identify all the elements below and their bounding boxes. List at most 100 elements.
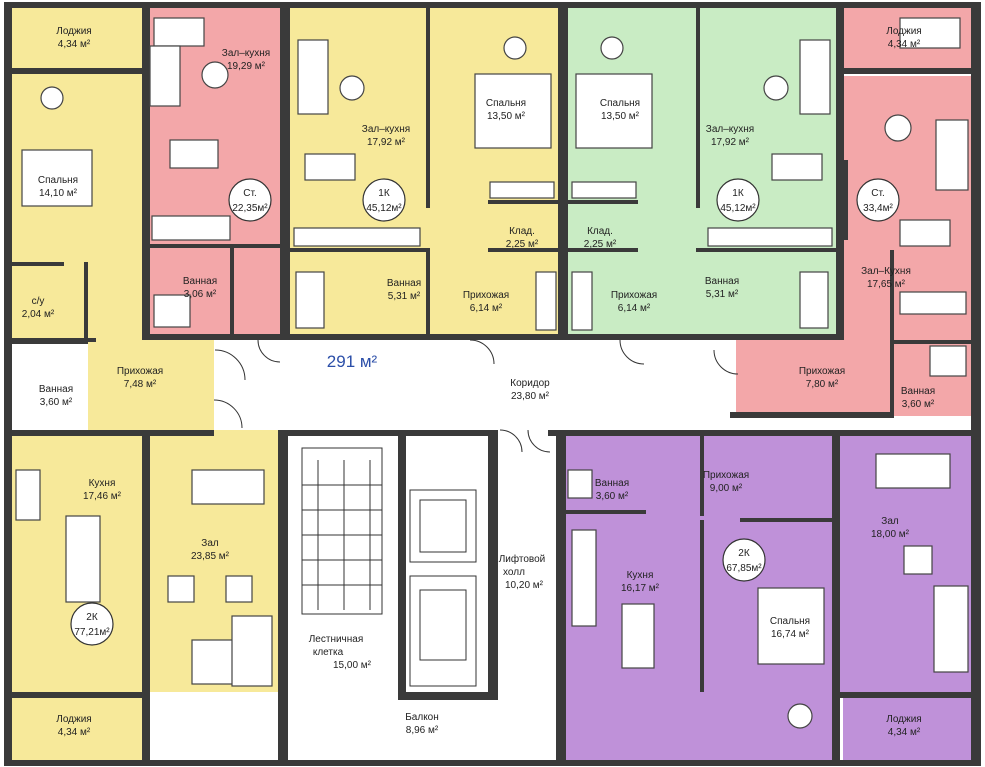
room-1kr-living-area: 17,92 м² xyxy=(711,137,750,148)
fill-loggia-br xyxy=(843,698,971,760)
lift-1 xyxy=(409,489,477,563)
furniture xyxy=(15,17,969,729)
room-kitchen-l-name: Кухня xyxy=(89,478,116,489)
room-loggia-tl-area: 4,34 м² xyxy=(58,39,91,50)
badge-2k-left-type: 2К xyxy=(86,612,98,623)
room-loggia-tr-area: 4,34 м² xyxy=(888,39,921,50)
room-wc-l-name: с/у xyxy=(32,296,45,307)
room-labels: Лоджия 4,34 м² Спальня 14,10 м² с/у 2,04… xyxy=(22,26,935,738)
room-loggia-bl-name: Лоджия xyxy=(56,714,91,725)
badge-2k-right xyxy=(722,538,766,582)
badge-1k-left-type: 1К xyxy=(378,188,390,199)
room-1kl-hall-name: Прихожая xyxy=(463,290,509,301)
room-living-l-name: Зал xyxy=(201,538,219,549)
room-studio-l-living-area: 19,29 м² xyxy=(227,61,266,72)
room-2kr-living-name: Зал xyxy=(881,516,899,527)
room-hall-l-name: Прихожая xyxy=(117,366,163,377)
room-1kr-bath-name: Ванная xyxy=(705,276,739,287)
badge-st-right xyxy=(856,178,900,222)
badge-1k-right-type: 1К xyxy=(732,188,744,199)
room-1kl-bedroom-area: 13,50 м² xyxy=(487,111,526,122)
room-stairs-area: 15,00 м² xyxy=(333,660,372,671)
room-lift-hall-area: 10,20 м² xyxy=(505,580,544,591)
badge-2k-left xyxy=(70,602,114,646)
room-2kr-bedroom-name: Спальня xyxy=(770,616,810,627)
walls xyxy=(4,2,981,766)
room-kitchen-l-area: 17,46 м² xyxy=(83,491,122,502)
room-studio-l-bath-name: Ванная xyxy=(183,276,217,287)
room-1kl-bedroom-name: Спальня xyxy=(486,98,526,109)
room-studio-r-living-area: 17,65 м² xyxy=(867,279,906,290)
room-studio-r-hall-area: 7,80 м² xyxy=(806,379,839,390)
room-2kr-living-area: 18,00 м² xyxy=(871,529,910,540)
room-2kr-bedroom-area: 16,74 м² xyxy=(771,629,810,640)
fill-studio-r-hall xyxy=(736,340,892,416)
room-bath-l-name: Ванная xyxy=(39,384,73,395)
room-1kl-storage-area: 2,25 м² xyxy=(506,239,539,250)
room-studio-r-hall-name: Прихожая xyxy=(799,366,845,377)
fill-loggia-bl xyxy=(12,698,142,760)
room-loggia-tr-name: Лоджия xyxy=(886,26,921,37)
room-loggia-bl-area: 4,34 м² xyxy=(58,727,91,738)
room-1kl-storage-name: Клад. xyxy=(509,226,535,237)
room-bath-l-area: 3,60 м² xyxy=(40,397,73,408)
room-1kr-bedroom-area: 13,50 м² xyxy=(601,111,640,122)
room-hall-l-area: 7,48 м² xyxy=(124,379,157,390)
room-studio-r-bath-name: Ванная xyxy=(901,386,935,397)
room-1kr-hall-area: 6,14 м² xyxy=(618,303,651,314)
room-bedroom-l1-name: Спальня xyxy=(38,175,78,186)
room-corridor-name: Коридор xyxy=(510,378,550,389)
badge-1k-right-area: 45,12м² xyxy=(720,203,756,214)
room-1kr-hall-name: Прихожая xyxy=(611,290,657,301)
badge-1k-left xyxy=(362,178,406,222)
badge-st-right-area: 33,4м² xyxy=(863,203,893,214)
room-1kl-bath-area: 5,31 м² xyxy=(388,291,421,302)
apartment-badges: Ст. 22,35м² 1К 45,12м² 1К 45,12м² Ст. 33… xyxy=(70,178,900,646)
room-1kl-living-name: Зал–кухня xyxy=(362,124,410,135)
badge-st-left-area: 22,35м² xyxy=(232,203,268,214)
badge-st-left xyxy=(228,178,272,222)
room-balcony-name: Балкон xyxy=(405,712,439,723)
room-lift-hall-name-1: Лифтовой xyxy=(499,553,546,565)
room-stairs-name-1: Лестничная xyxy=(309,634,364,645)
badge-1k-left-area: 45,12м² xyxy=(366,203,402,214)
fill-2kr-bath-ext xyxy=(566,692,832,760)
room-living-l-area: 23,85 м² xyxy=(191,551,230,562)
fill-loggia-tl xyxy=(12,8,142,68)
room-1kr-bath-area: 5,31 м² xyxy=(706,289,739,300)
badge-1k-right xyxy=(716,178,760,222)
room-2kr-kitchen-name: Кухня xyxy=(627,570,654,581)
lift-2 xyxy=(409,575,477,687)
badge-st-right-type: Ст. xyxy=(871,188,884,199)
room-studio-l-living-name: Зал–кухня xyxy=(222,48,270,59)
room-1kr-bedroom-name: Спальня xyxy=(600,98,640,109)
room-balcony-area: 8,96 м² xyxy=(406,725,439,736)
room-1kl-hall-area: 6,14 м² xyxy=(470,303,503,314)
room-1kr-storage-area: 2,25 м² xyxy=(584,239,617,250)
room-1kl-living-area: 17,92 м² xyxy=(367,137,406,148)
room-wc-l-area: 2,04 м² xyxy=(22,309,55,320)
badge-2k-left-area: 77,21м² xyxy=(74,627,110,638)
room-1kl-bath-name: Ванная xyxy=(387,278,421,289)
room-2kr-hall-name: Прихожая xyxy=(703,470,749,481)
total-area: 291 м² xyxy=(327,352,378,371)
room-stairs-name-2: клетка xyxy=(313,647,344,658)
room-2kr-bath-area: 3,60 м² xyxy=(596,491,629,502)
room-2kr-bath-name: Ванная xyxy=(595,478,629,489)
room-1kr-storage-name: Клад. xyxy=(587,226,613,237)
room-loggia-tl-name: Лоджия xyxy=(56,26,91,37)
badge-st-left-type: Ст. xyxy=(243,188,256,199)
room-1kr-living-name: Зал–кухня xyxy=(706,124,754,135)
room-2kr-kitchen-area: 16,17 м² xyxy=(621,583,660,594)
circulation-details xyxy=(213,339,739,687)
badge-2k-right-type: 2К xyxy=(738,548,750,559)
room-loggia-br-name: Лоджия xyxy=(886,714,921,725)
badge-2k-right-area: 67,85м² xyxy=(726,563,762,574)
room-2kr-hall-area: 9,00 м² xyxy=(710,483,743,494)
room-loggia-br-area: 4,34 м² xyxy=(888,727,921,738)
stairs-box xyxy=(301,447,383,615)
room-studio-r-bath-area: 3,60 м² xyxy=(902,399,935,410)
room-studio-l-bath-area: 3,06 м² xyxy=(184,289,217,300)
room-corridor-area: 23,80 м² xyxy=(511,391,550,402)
